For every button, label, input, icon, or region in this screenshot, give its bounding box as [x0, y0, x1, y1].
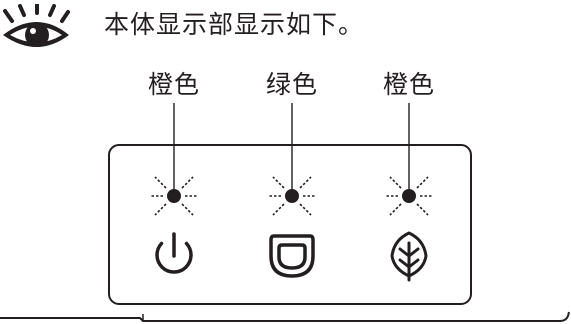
indicator-color-label-middle: 绿色	[265, 70, 318, 99]
blinking-led-right-icon	[385, 176, 433, 216]
display-panel	[108, 144, 472, 305]
unit-bottom-edge	[0, 311, 570, 322]
instruction-text: 本体显示部显示如下。	[104, 10, 365, 39]
indicator-color-label-right: 橙色	[382, 70, 435, 99]
blinking-led-left-icon	[150, 176, 198, 216]
indicator-color-label-left: 橙色	[147, 70, 200, 99]
eye-icon	[3, 4, 70, 47]
toilet-seat-icon	[269, 234, 315, 278]
leaf-icon	[390, 231, 428, 282]
power-icon	[155, 232, 193, 274]
blinking-led-middle-icon	[268, 176, 316, 216]
